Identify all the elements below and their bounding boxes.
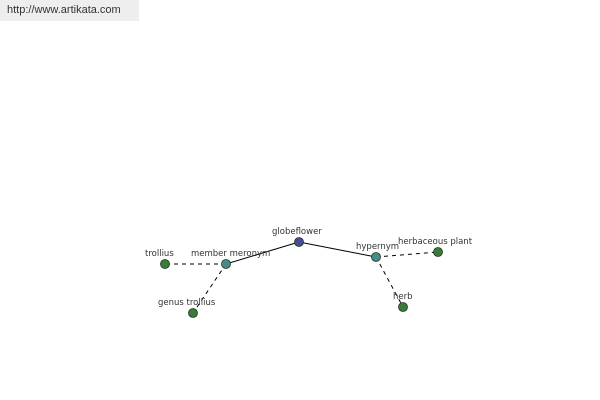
node-label-hypernym[interactable]: hypernym xyxy=(356,242,399,252)
graph-labels: globeflower member meronym hypernym trolliu… xyxy=(145,227,473,308)
node-label-genus-trollius[interactable]: genus trollius xyxy=(158,298,216,308)
edge-hypernym-herbaceous-plant xyxy=(375,251,439,258)
edge-member-meronym-genus-trollius xyxy=(192,263,227,314)
node-globeflower[interactable] xyxy=(294,237,304,247)
node-herb[interactable] xyxy=(398,302,408,312)
node-label-globeflower[interactable]: globeflower xyxy=(272,227,322,237)
edge-hypernym-herb xyxy=(375,256,404,308)
site-url[interactable]: http://www.artikata.com xyxy=(0,0,139,21)
node-member-meronym[interactable] xyxy=(221,259,231,269)
edge-globeflower-hypernym xyxy=(298,241,377,258)
node-herbaceous-plant[interactable] xyxy=(433,247,443,257)
graph-nodes xyxy=(160,237,443,318)
node-trollius[interactable] xyxy=(160,259,170,269)
graph-edges xyxy=(165,241,439,314)
node-label-herb[interactable]: herb xyxy=(393,292,413,302)
node-hypernym[interactable] xyxy=(371,252,381,262)
edge-globeflower-member-meronym xyxy=(225,241,300,265)
node-label-trollius[interactable]: trollius xyxy=(145,249,174,259)
node-genus-trollius[interactable] xyxy=(188,308,198,318)
node-label-herbaceous-plant[interactable]: herbaceous plant xyxy=(398,237,473,247)
node-label-member-meronym[interactable]: member meronym xyxy=(191,249,270,259)
